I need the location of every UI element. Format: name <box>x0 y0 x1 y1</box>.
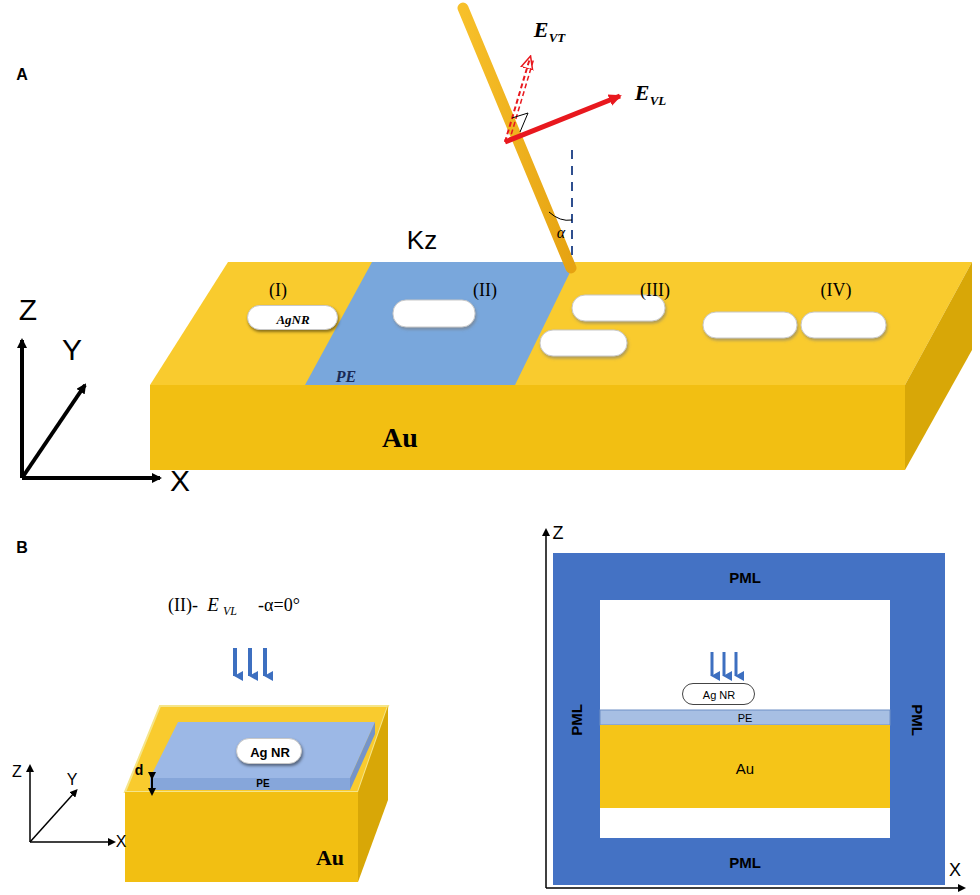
au-block <box>125 706 388 882</box>
slab-front <box>150 385 905 470</box>
text-label: (II)- <box>168 596 198 614</box>
node-label: Ag NR <box>250 746 290 759</box>
pe-strip <box>305 262 575 385</box>
pe-band <box>600 710 890 725</box>
pe-layer-edge <box>150 778 350 790</box>
node-label: Au <box>316 847 344 869</box>
thickness-arrow <box>151 776 153 792</box>
text-label: Y <box>67 772 78 788</box>
slab-top <box>150 262 972 385</box>
text-label: α <box>557 225 565 241</box>
node-label: AgNR <box>276 313 309 326</box>
node-label: Ag NR <box>703 690 735 701</box>
pe-layer-side <box>350 722 375 790</box>
gold-substrate: Au PE Ag NR <box>125 706 388 882</box>
pe-layer <box>150 722 375 778</box>
au-band <box>600 725 890 808</box>
text-label: (II) <box>473 281 497 299</box>
text-label: X <box>116 834 127 850</box>
text-label: -α=0° <box>258 596 300 614</box>
text-label: B <box>16 540 28 556</box>
text-label: VL <box>650 94 667 107</box>
gold-band: Au <box>600 725 890 808</box>
node-label: Au <box>736 761 754 776</box>
pml-frame <box>553 553 945 885</box>
text-label: E <box>207 595 219 614</box>
text-label: (III) <box>640 281 670 299</box>
axes <box>546 532 962 888</box>
text-label: X <box>949 861 961 879</box>
node-label: PML <box>729 855 761 870</box>
text-label: E <box>534 19 549 41</box>
angle-arc <box>549 212 572 220</box>
text-label: Kz <box>407 227 437 253</box>
slab-side <box>905 262 972 470</box>
axes <box>30 768 112 842</box>
text-label: Y <box>62 335 82 365</box>
right-angle-mark <box>512 113 528 132</box>
pe-band: PE <box>600 710 890 725</box>
text-label: A <box>16 67 28 83</box>
incident-arrows <box>235 648 265 676</box>
text-label: VL <box>223 605 237 617</box>
node-label: PE <box>256 779 269 789</box>
field-vl-arrow <box>505 96 620 142</box>
field-vt-arrow <box>505 58 530 142</box>
text-label: VT <box>549 31 566 44</box>
normal-line <box>571 150 573 262</box>
silver-nanorod: Ag NR <box>682 683 755 705</box>
text-label: Z <box>12 764 22 780</box>
text-label: X <box>170 466 190 496</box>
simulation-domain <box>600 600 890 838</box>
silver-nanorods <box>393 295 886 356</box>
node-label: PML <box>910 704 925 736</box>
node-label: PML <box>569 704 584 736</box>
text-label: Z <box>553 524 564 542</box>
silver-nanorod: Ag NR <box>236 738 302 764</box>
node-label: PML <box>729 570 761 585</box>
axes <box>22 340 160 478</box>
node-label: PE <box>336 369 356 385</box>
text-label: (IV) <box>821 281 852 299</box>
text-label: Z <box>19 295 37 325</box>
pe-film: PE Ag NR <box>150 722 375 790</box>
text-label: d <box>135 763 144 777</box>
pe-film: PE <box>305 262 575 385</box>
silver-nanorod: AgNR <box>247 305 338 330</box>
gold-substrate: Au PE AgNR <box>150 262 905 470</box>
pml-frame: PML PML PML PML Ag NR PE Au <box>553 553 945 885</box>
node-label: Au <box>382 424 418 452</box>
text-label: E <box>635 82 650 104</box>
node-label: PE <box>738 713 753 724</box>
text-label: (I) <box>269 281 287 299</box>
incident-arrows <box>712 652 736 676</box>
